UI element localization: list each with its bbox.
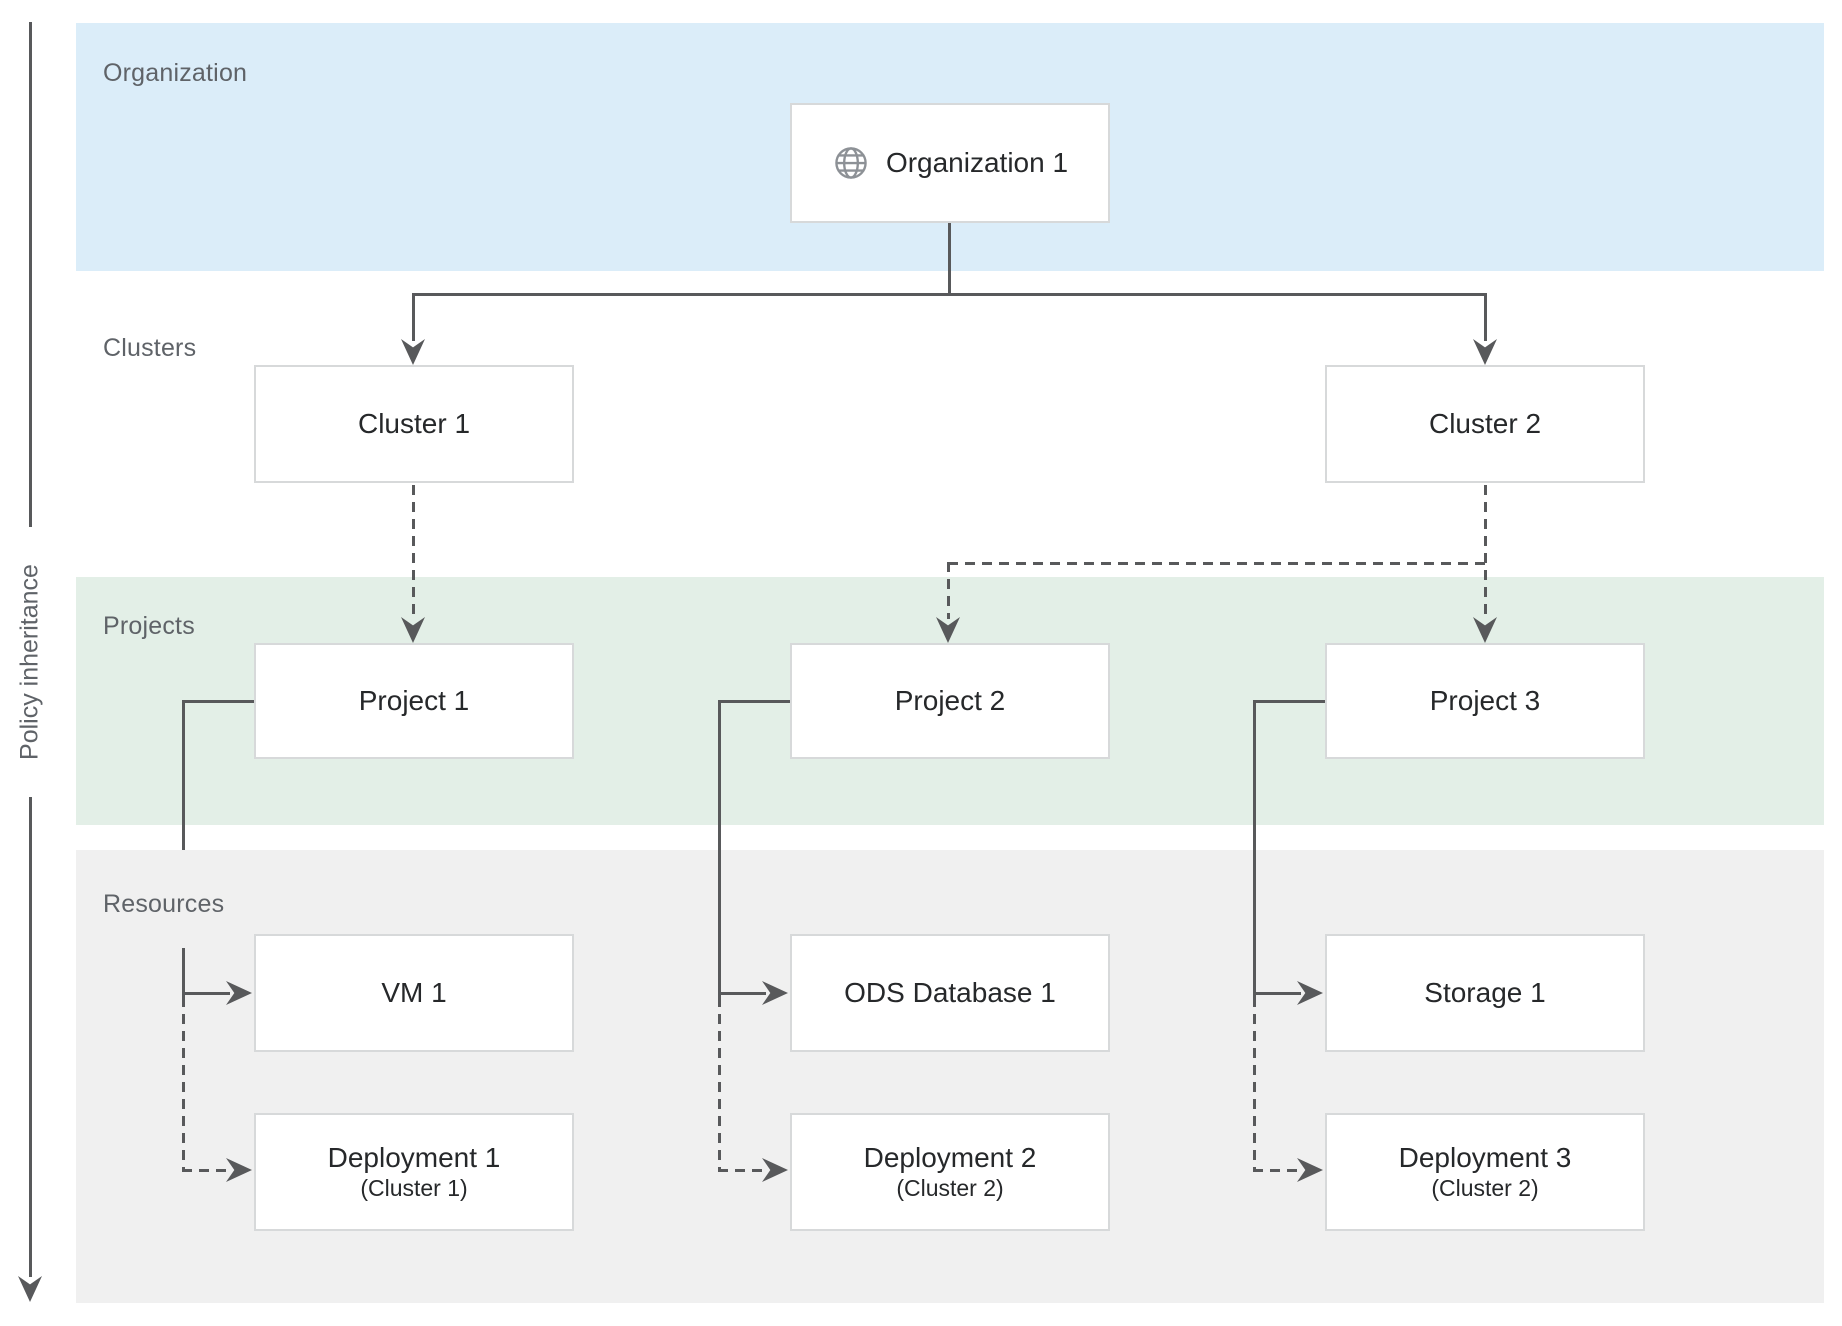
node-label: Project 3 xyxy=(1429,685,1541,716)
edge-project3-deployment3-vline xyxy=(1253,997,1256,1170)
edge-project3-out-hline xyxy=(1253,700,1325,703)
policy-axis-arrowhead-icon xyxy=(18,1276,42,1302)
edge-project1-deployment1-hline xyxy=(182,1169,226,1172)
node-label: Project 2 xyxy=(894,685,1006,716)
edge-project1-out-hline xyxy=(182,700,254,703)
edge-org-cluster2-arrowhead-icon xyxy=(1473,339,1497,365)
edge-org-cluster2-line xyxy=(1484,295,1487,341)
resources-band-label: Resources xyxy=(103,890,225,918)
node-ods-database-1: ODS Database 1 xyxy=(790,934,1110,1052)
node-vm-1: VM 1 xyxy=(254,934,574,1052)
edge-project3-storage-hline xyxy=(1253,992,1301,995)
edge-cluster2-project2-vline xyxy=(947,562,950,619)
node-sublabel: (Cluster 2) xyxy=(1431,1175,1539,1201)
node-storage-1: Storage 1 xyxy=(1325,934,1645,1052)
node-sublabel: (Cluster 1) xyxy=(360,1175,468,1201)
edge-project1-deployment1-vline xyxy=(182,997,185,1170)
organization-band-label: Organization xyxy=(103,59,248,87)
edge-project2-out-vline xyxy=(718,700,721,997)
policy-inheritance-label: Policy inheritance xyxy=(15,564,44,760)
edge-org-cluster1-arrowhead-icon xyxy=(401,339,425,365)
resources-band: Resources xyxy=(76,850,1824,1303)
edge-project1-resume-vline xyxy=(182,948,185,997)
node-cluster-1: Cluster 1 xyxy=(254,365,574,483)
edge-project3-out-vline xyxy=(1253,700,1256,997)
edge-org-stem xyxy=(948,223,951,295)
edge-project2-out-hline xyxy=(718,700,790,703)
node-deployment-1: Deployment 1 (Cluster 1) xyxy=(254,1113,574,1231)
projects-band-label: Projects xyxy=(103,612,195,640)
edge-project1-vm1-hline xyxy=(182,992,230,995)
node-label: Deployment 1 xyxy=(327,1142,501,1174)
edge-org-cluster1-line xyxy=(412,295,415,341)
node-project-1: Project 1 xyxy=(254,643,574,759)
clusters-band-label: Clusters xyxy=(103,334,197,362)
node-label: Deployment 3 xyxy=(1398,1142,1572,1174)
edge-cluster2-project3-line xyxy=(1484,485,1487,619)
policy-axis-line-top xyxy=(29,22,32,527)
node-label: Cluster 2 xyxy=(1428,408,1542,439)
edge-org-crossbar xyxy=(412,293,1487,296)
node-label: Storage 1 xyxy=(1424,977,1546,1008)
edge-project2-ods-hline xyxy=(718,992,766,995)
node-label: ODS Database 1 xyxy=(844,977,1056,1008)
node-sublabel: (Cluster 2) xyxy=(896,1175,1004,1201)
edge-project1-out-vline xyxy=(182,700,185,850)
node-label: VM 1 xyxy=(381,977,447,1008)
node-organization-1: Organization 1 xyxy=(790,103,1110,223)
edge-cluster1-project1-line xyxy=(412,485,415,619)
edge-project2-deployment2-hline xyxy=(718,1169,762,1172)
node-project-2: Project 2 xyxy=(790,643,1110,759)
node-deployment-3: Deployment 3 (Cluster 2) xyxy=(1325,1113,1645,1231)
globe-icon xyxy=(832,144,870,182)
edge-cluster2-project2-hline xyxy=(948,562,1485,565)
node-label: Deployment 2 xyxy=(863,1142,1037,1174)
node-label: Organization 1 xyxy=(885,147,1069,178)
node-label: Project 1 xyxy=(358,685,470,716)
policy-axis-line-bottom xyxy=(29,797,32,1277)
edge-project3-deployment3-hline xyxy=(1253,1169,1297,1172)
node-label: Cluster 1 xyxy=(357,408,471,439)
node-cluster-2: Cluster 2 xyxy=(1325,365,1645,483)
node-project-3: Project 3 xyxy=(1325,643,1645,759)
edge-project2-deployment2-vline xyxy=(718,997,721,1170)
node-deployment-2: Deployment 2 (Cluster 2) xyxy=(790,1113,1110,1231)
